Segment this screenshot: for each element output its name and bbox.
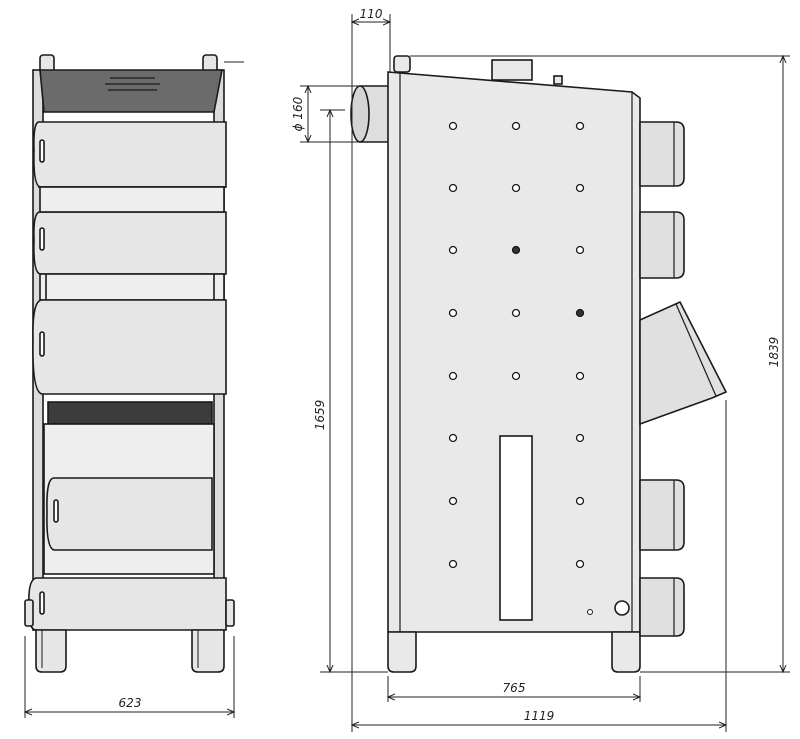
side-inspection-slot [499,435,533,621]
front-upper-door [33,121,227,188]
side-drain-port [614,600,630,616]
front-dark-slot [47,401,213,425]
rear-angled-outlet [639,300,728,426]
side-bolt-grid [448,121,585,569]
rear-connection-3 [639,479,685,551]
side-view [350,55,728,673]
front-leg-right [191,629,225,673]
front-middle-door [33,211,227,275]
dim-depth-total: 1119 [524,709,555,723]
front-view [24,54,235,673]
dim-depth-body: 765 [503,681,526,695]
front-bottom-door [28,577,227,631]
side-top-stub-center [491,59,533,81]
dimension-lines [25,14,790,732]
front-ash-door [46,477,213,551]
dim-width-front: 623 [119,696,142,710]
dim-flue-offset: 110 [360,7,383,21]
side-leg-left [387,631,417,673]
rear-connection-2 [639,211,685,279]
front-top-cover [39,69,223,113]
rear-connection-1 [639,121,685,187]
front-leg-left [35,629,67,673]
dim-flue-diameter: ϕ 160 [291,96,305,131]
front-loading-door [32,299,227,395]
dim-height-body: 1659 [313,400,327,431]
dim-height-total: 1839 [767,337,781,368]
rear-connection-4 [639,577,685,637]
side-top-stub-left [393,55,411,73]
side-leg-right [611,631,641,673]
